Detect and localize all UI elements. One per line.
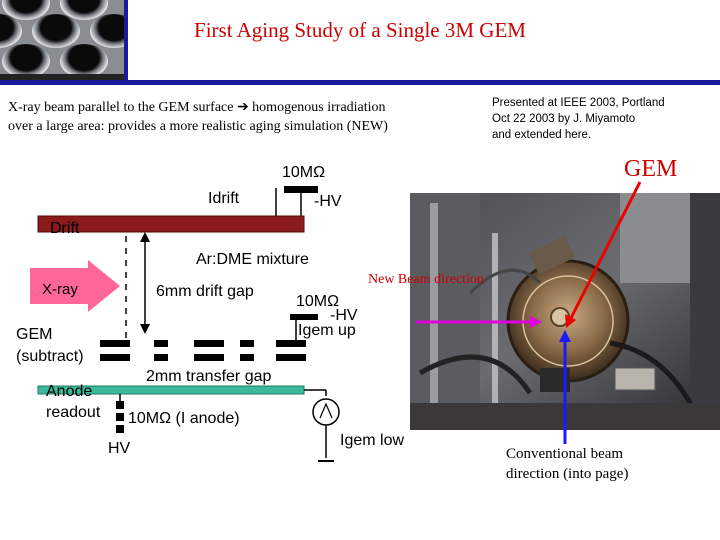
new-beam-arrow-head	[530, 316, 542, 328]
conventional-beam-line-2: direction (into page)	[506, 466, 629, 482]
photo-gem-label: GEM	[624, 156, 678, 182]
slide-title: First Aging Study of a Single 3M GEM	[194, 18, 526, 42]
drift-gap-arrow-head-top	[140, 232, 150, 242]
gem-label-line-2: (subtract)	[16, 348, 84, 365]
gem-label-line-1: GEM	[16, 326, 53, 343]
resistor-mid-bar	[290, 314, 318, 320]
anode-label-line-2: readout	[46, 404, 101, 421]
anode-resistor	[116, 401, 124, 433]
igem-low-label: Igem low	[340, 432, 405, 449]
xray-arrow	[30, 260, 120, 312]
note-line-3: and extended here.	[492, 129, 592, 141]
hv-mid-label: -HV	[330, 307, 358, 324]
title-rule	[0, 80, 720, 85]
drift-gap-arrow-head-bottom	[140, 324, 150, 334]
conventional-beam-line-1: Conventional beam	[506, 446, 624, 462]
hv-bottom-label: HV	[108, 440, 131, 457]
resistor-anode-label: 10MΩ (I anode)	[128, 410, 240, 427]
gas-label: Ar:DME mixture	[196, 251, 309, 268]
idrift-label: Idrift	[208, 190, 240, 207]
gem-top-electrode	[100, 340, 306, 347]
drift-label: Drift	[50, 220, 80, 237]
resistor-top-label: 10MΩ	[282, 164, 326, 181]
conventional-beam-label: Conventional beam direction (into page)	[506, 444, 628, 484]
igem-up-label: Igem up	[298, 322, 356, 339]
description-line-1: X-ray beam parallel to the GEM surface ➔…	[8, 100, 386, 115]
xray-label: X-ray	[42, 281, 78, 298]
gem-bottom-electrode	[100, 354, 306, 361]
note-line-2: Oct 22 2003 by J. Miyamoto	[492, 113, 636, 125]
drift-gap-label: 6mm drift gap	[156, 283, 254, 300]
ammeter-glyph	[319, 402, 333, 419]
note-line-1: Presented at IEEE 2003, Portland	[492, 97, 665, 109]
gem-pointer-head	[565, 314, 576, 328]
transfer-gap-label: 2mm transfer gap	[146, 368, 272, 385]
description: X-ray beam parallel to the GEM surface ➔…	[8, 98, 478, 136]
gem-microscope-image	[0, 0, 126, 82]
description-line-2: over a large area: provides a more reali…	[8, 119, 388, 134]
gem-pointer-line	[568, 181, 642, 321]
new-beam-label: New Beam direction	[368, 272, 484, 287]
resistor-mid-label: 10MΩ	[296, 293, 340, 310]
drift-electrode	[37, 215, 305, 233]
presentation-note: Presented at IEEE 2003, Portland Oct 22 …	[492, 95, 712, 143]
anode-label-line-1: Anode	[46, 383, 93, 400]
conventional-beam-arrow-head	[559, 330, 571, 342]
title-vertical-rule	[124, 0, 128, 82]
resistor-top-bar	[284, 186, 318, 193]
hv-top-label: -HV	[314, 193, 342, 210]
